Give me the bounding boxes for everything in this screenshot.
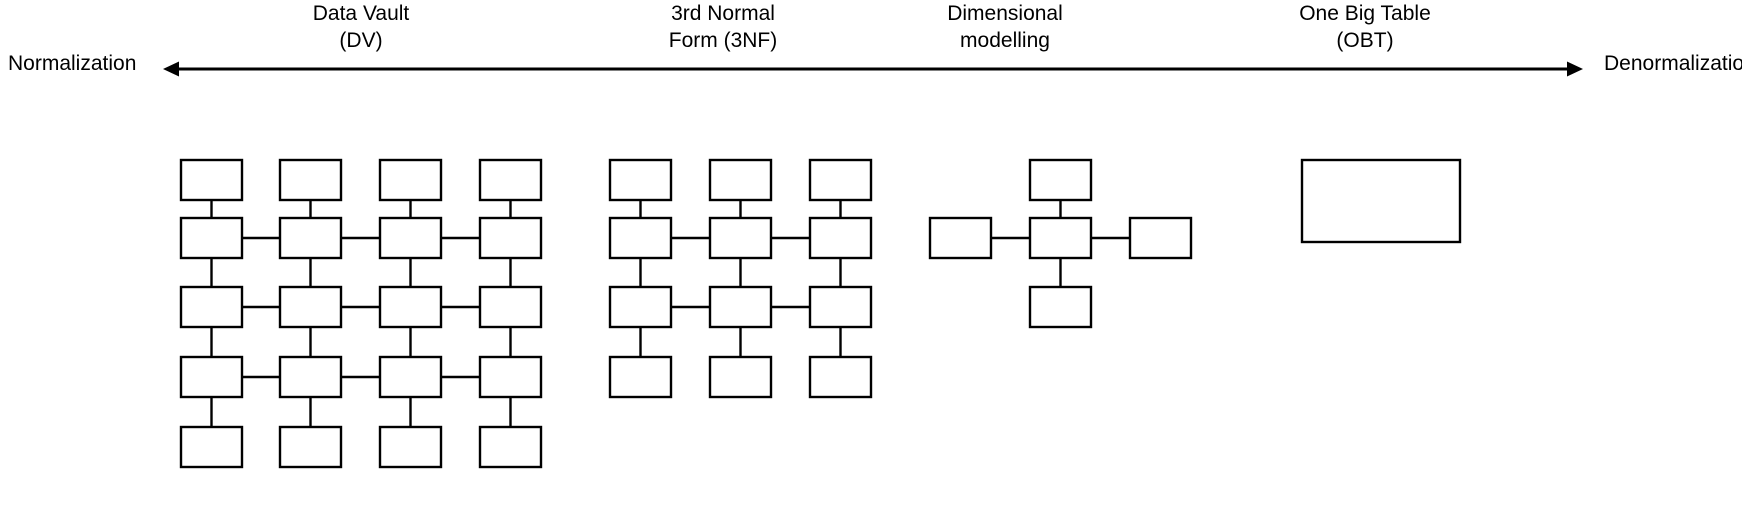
entity-box-dv-r3-c2 [378,355,443,399]
entity-box-3nf-r1-c0 [608,216,673,260]
entity-box-dv-r0-c2 [378,158,443,202]
entity-box-3nf-r0-c0 [608,158,673,202]
entity-box-dv-r1-c3 [478,216,543,260]
entity-box-3nf-r1-c2 [808,216,873,260]
stage-label-third-normal-form-line1: 3rd Normal [671,2,775,25]
entity-box-dv-r0-c1 [278,158,343,202]
entity-box-dv-r0-c3 [478,158,543,202]
entity-box-dim-left [928,216,993,260]
entity-box-one-big-table [1300,158,1462,244]
normalization-axis [163,61,1583,77]
entity-box-dv-r1-c0 [179,216,244,260]
stage-label-data-vault-line1: Data Vault [312,2,410,25]
entity-box-dv-r4-c3 [478,425,543,469]
entity-box-dv-r2-c3 [478,285,543,329]
arrow-head-right-icon [1567,61,1583,77]
stage-label-data-vault-line2: (DV) [339,29,383,52]
stage-label-third-normal-form: 3rd Normal Form (3NF) [573,0,873,54]
entity-box-3nf-r0-c2 [808,158,873,202]
entity-box-dv-r2-c2 [378,285,443,329]
stage-label-one-big-table: One Big Table (OBT) [1215,0,1515,54]
entity-box-dv-r1-c1 [278,216,343,260]
entity-box-dv-r4-c0 [179,425,244,469]
entity-box-dv-r0-c0 [179,158,244,202]
entity-box-dv-r4-c2 [378,425,443,469]
entity-box-dv-r2-c0 [179,285,244,329]
axis-label-normalization: Normalization [8,52,137,75]
stage-label-one-big-table-line1: One Big Table [1299,2,1431,25]
entity-box-3nf-r2-c2 [808,285,873,329]
stage-label-dimensional-modelling: Dimensional modelling [855,0,1155,54]
entity-links-layer [210,200,1130,427]
stage-label-dimensional-modelling-line2: modelling [960,29,1050,52]
entity-boxes-layer [179,158,1462,469]
arrow-head-left-icon [163,61,179,77]
stage-label-data-vault: Data Vault (DV) [181,0,541,54]
stage-label-one-big-table-line2: (OBT) [1336,29,1394,52]
entity-box-3nf-r0-c1 [708,158,773,202]
stage-label-dimensional-modelling-line1: Dimensional [947,2,1063,25]
entity-box-dv-r3-c3 [478,355,543,399]
entity-box-dv-r3-c1 [278,355,343,399]
stage-label-third-normal-form-line2: Form (3NF) [668,29,778,52]
entity-box-dim-right [1128,216,1193,260]
entity-box-dv-r4-c1 [278,425,343,469]
entity-box-3nf-r2-c0 [608,285,673,329]
entity-box-dv-r2-c1 [278,285,343,329]
entity-box-3nf-r2-c1 [708,285,773,329]
entity-box-3nf-r1-c1 [708,216,773,260]
entity-box-dim-fact-center [1028,216,1093,260]
entity-box-dv-r3-c0 [179,355,244,399]
entity-box-3nf-r3-c2 [808,355,873,399]
entity-box-3nf-r3-c0 [608,355,673,399]
entity-box-dv-r1-c2 [378,216,443,260]
entity-box-dim-bottom [1028,285,1093,329]
entity-box-3nf-r3-c1 [708,355,773,399]
entity-box-dim-top [1028,158,1093,202]
axis-label-denormalization: Denormalization [1604,52,1742,75]
